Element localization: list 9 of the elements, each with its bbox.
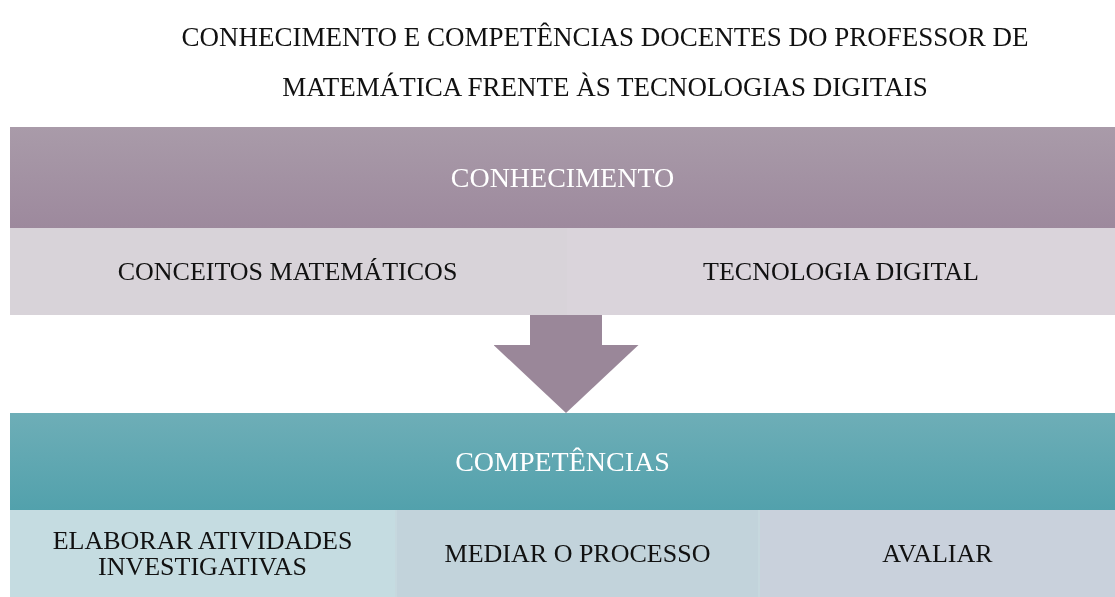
topic-box: AVALIAR [760,510,1115,597]
diagram-title: CONHECIMENTO E COMPETÊNCIAS DOCENTES DO PROFESSOR DE MATEMÁTICA FRENTE ÀS TECNOLOGIAS DIGITAIS [180,21,1030,104]
section-header-band: CONHECIMENTO [10,127,1115,228]
section-header-band: COMPETÊNCIAS [10,413,1115,510]
topic-box: MEDIAR O PROCESSO [397,510,758,597]
block-arrow [493,315,639,413]
topic-box: ELABORAR ATIVIDADES INVESTIGATIVAS [10,510,395,597]
section-panel [10,413,1115,597]
section-panel [10,127,1115,315]
